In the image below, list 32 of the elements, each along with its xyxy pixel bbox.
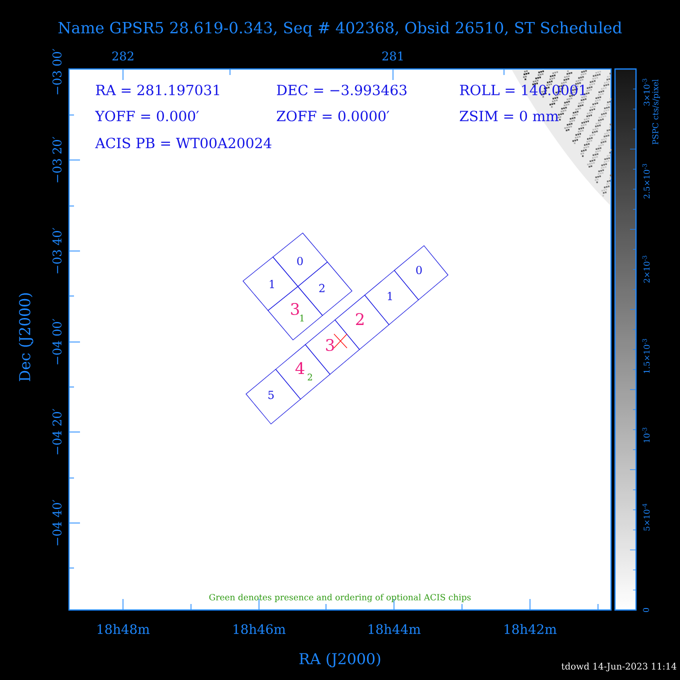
info-text: ZSIM = 0 mm xyxy=(460,110,559,122)
colorbar-tick-label: 10$^{-3}$ xyxy=(642,428,650,442)
tick-label: −03 00′ xyxy=(52,48,62,94)
info-text: DEC = −3.993463 xyxy=(276,84,406,96)
note: Green denotes presence and ordering of optional ACIS chips xyxy=(209,594,471,602)
info-text: YOFF = 0.000′ xyxy=(95,110,199,122)
tick-label: 18h46m xyxy=(234,624,286,634)
info-text: ACIS PB = WT00A20024 xyxy=(95,138,272,148)
tick-label: 282 xyxy=(112,51,134,61)
tick-label: 18h48m xyxy=(98,624,150,634)
tick-label: −04 20′ xyxy=(52,408,62,454)
colorbar-tick-label: 5×10$^{-4}$ xyxy=(642,504,650,530)
detector-chip: 2 xyxy=(334,294,390,350)
colorbar-tick-label: 3×10$^{-3}$ xyxy=(642,78,650,106)
info-text: RA = 281.197031 xyxy=(96,84,220,96)
colorbar-tick-label: 1.5×10$^{-3}$ xyxy=(642,338,650,373)
axis-title: RA (J2000) xyxy=(299,652,380,668)
tick-label: 18h42m xyxy=(504,624,557,634)
tick-label: 281 xyxy=(382,51,403,61)
tick-label: −03 20′ xyxy=(52,136,62,182)
colorbar-tick-label: 2×10$^{-3}$ xyxy=(642,256,650,283)
axis-title: Dec (J2000) xyxy=(18,293,34,382)
tick-label: −04 40′ xyxy=(52,500,62,546)
tick-label: −04 00′ xyxy=(52,318,62,364)
colorbar-tick-label: 2.5×10$^{-3}$ xyxy=(642,164,650,198)
tick-label: 18h44m xyxy=(368,624,421,634)
colorbar-tick-label: 0 xyxy=(642,608,650,612)
info-text: ZOFF = 0.0000′ xyxy=(276,110,390,122)
colorbar-title: PSPC cts/s/pixel xyxy=(652,79,660,144)
tick-label: −03 40′ xyxy=(52,228,62,274)
timestamp: tdowd 14-Jun-2023 11:14 xyxy=(562,662,676,672)
title: Name GPSR5 28.619-0.343, Seq # 402368, Obsid 26510, ST Scheduled xyxy=(58,22,622,36)
